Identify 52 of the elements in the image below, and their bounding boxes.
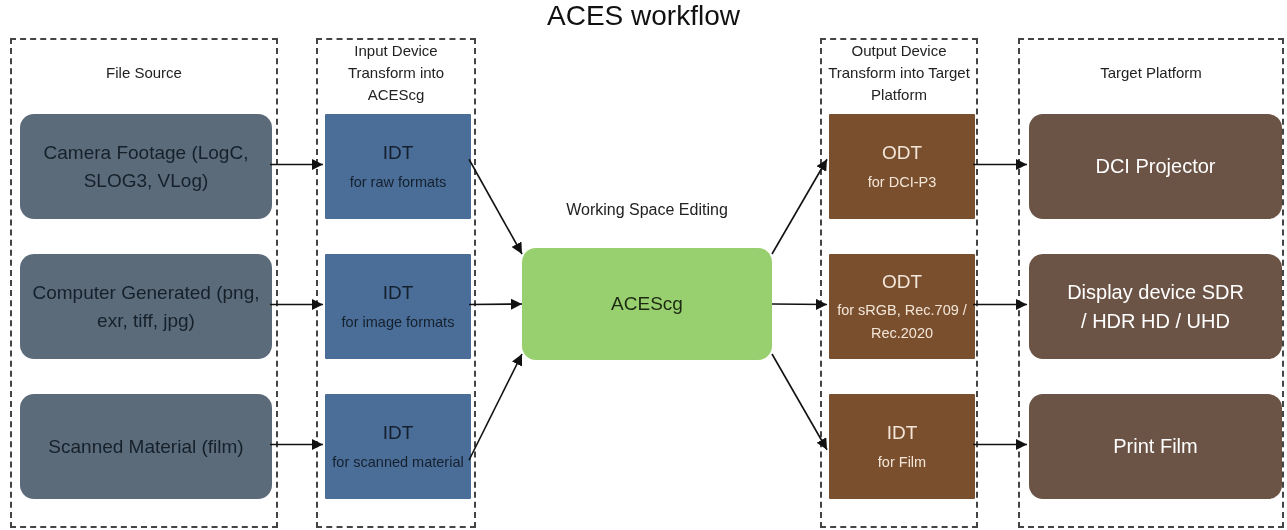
diagram-title: ACES workflow (546, 0, 741, 32)
source-box (20, 254, 272, 359)
box-label: Camera Footage (LogC, SLOG3, VLog) (42, 140, 250, 193)
arrow (269, 158, 324, 171)
box-label: ACEScg (611, 291, 683, 316)
box-subtitle: for scanned material (332, 452, 464, 472)
box-title: IDT (382, 281, 414, 306)
arrow (468, 298, 523, 310)
box-title: ODT (881, 141, 923, 166)
box-subtitle: for sRGB, Rec.709 / Rec.2020 (836, 301, 968, 344)
transform-box (325, 254, 471, 359)
box-title: IDT (382, 141, 414, 166)
platform-box (1029, 394, 1282, 499)
transform-box (829, 254, 975, 359)
box-subtitle: for image formats (341, 312, 455, 332)
box-label: Print Film (1113, 434, 1198, 459)
box-label: Display device SDR / HDR HD / UHD (1066, 279, 1245, 334)
transform-box (325, 114, 471, 219)
box-subtitle: for Film (877, 452, 927, 472)
source-box (20, 394, 272, 499)
box-label: Scanned Material (film) (48, 434, 244, 459)
box-title: ODT (881, 269, 923, 294)
dashed-column (316, 38, 476, 528)
dashed-column (1018, 38, 1284, 528)
column-heading: Target Platform (1099, 63, 1203, 84)
arrow (468, 353, 523, 462)
arrow (972, 298, 1028, 311)
arrow (468, 158, 523, 255)
arrow (972, 438, 1028, 451)
arrow (771, 298, 828, 310)
box-title: IDT (886, 421, 918, 446)
arrow (269, 298, 324, 311)
source-box (20, 114, 272, 219)
platform-box (1029, 254, 1282, 359)
box-title: IDT (382, 421, 414, 446)
dashed-column (820, 38, 978, 528)
box-label: Computer Generated (png, exr, tiff, jpg) (31, 280, 261, 333)
column-heading: File Source (105, 63, 183, 84)
heading-text: Working Space Editing (565, 200, 729, 220)
box-subtitle: for DCI-P3 (867, 172, 937, 192)
transform-box (325, 394, 471, 499)
transform-box (829, 114, 975, 219)
dashed-column (10, 38, 278, 528)
arrow (771, 353, 828, 451)
transform-box (829, 394, 975, 499)
box-label: DCI Projector (1095, 154, 1216, 179)
arrow (771, 158, 828, 255)
column-heading: Output Device Transform into Target Platform (827, 46, 971, 100)
box-subtitle: for raw formats (349, 172, 447, 192)
arrow (972, 158, 1028, 171)
arrow (269, 438, 324, 451)
platform-box (1029, 114, 1282, 219)
